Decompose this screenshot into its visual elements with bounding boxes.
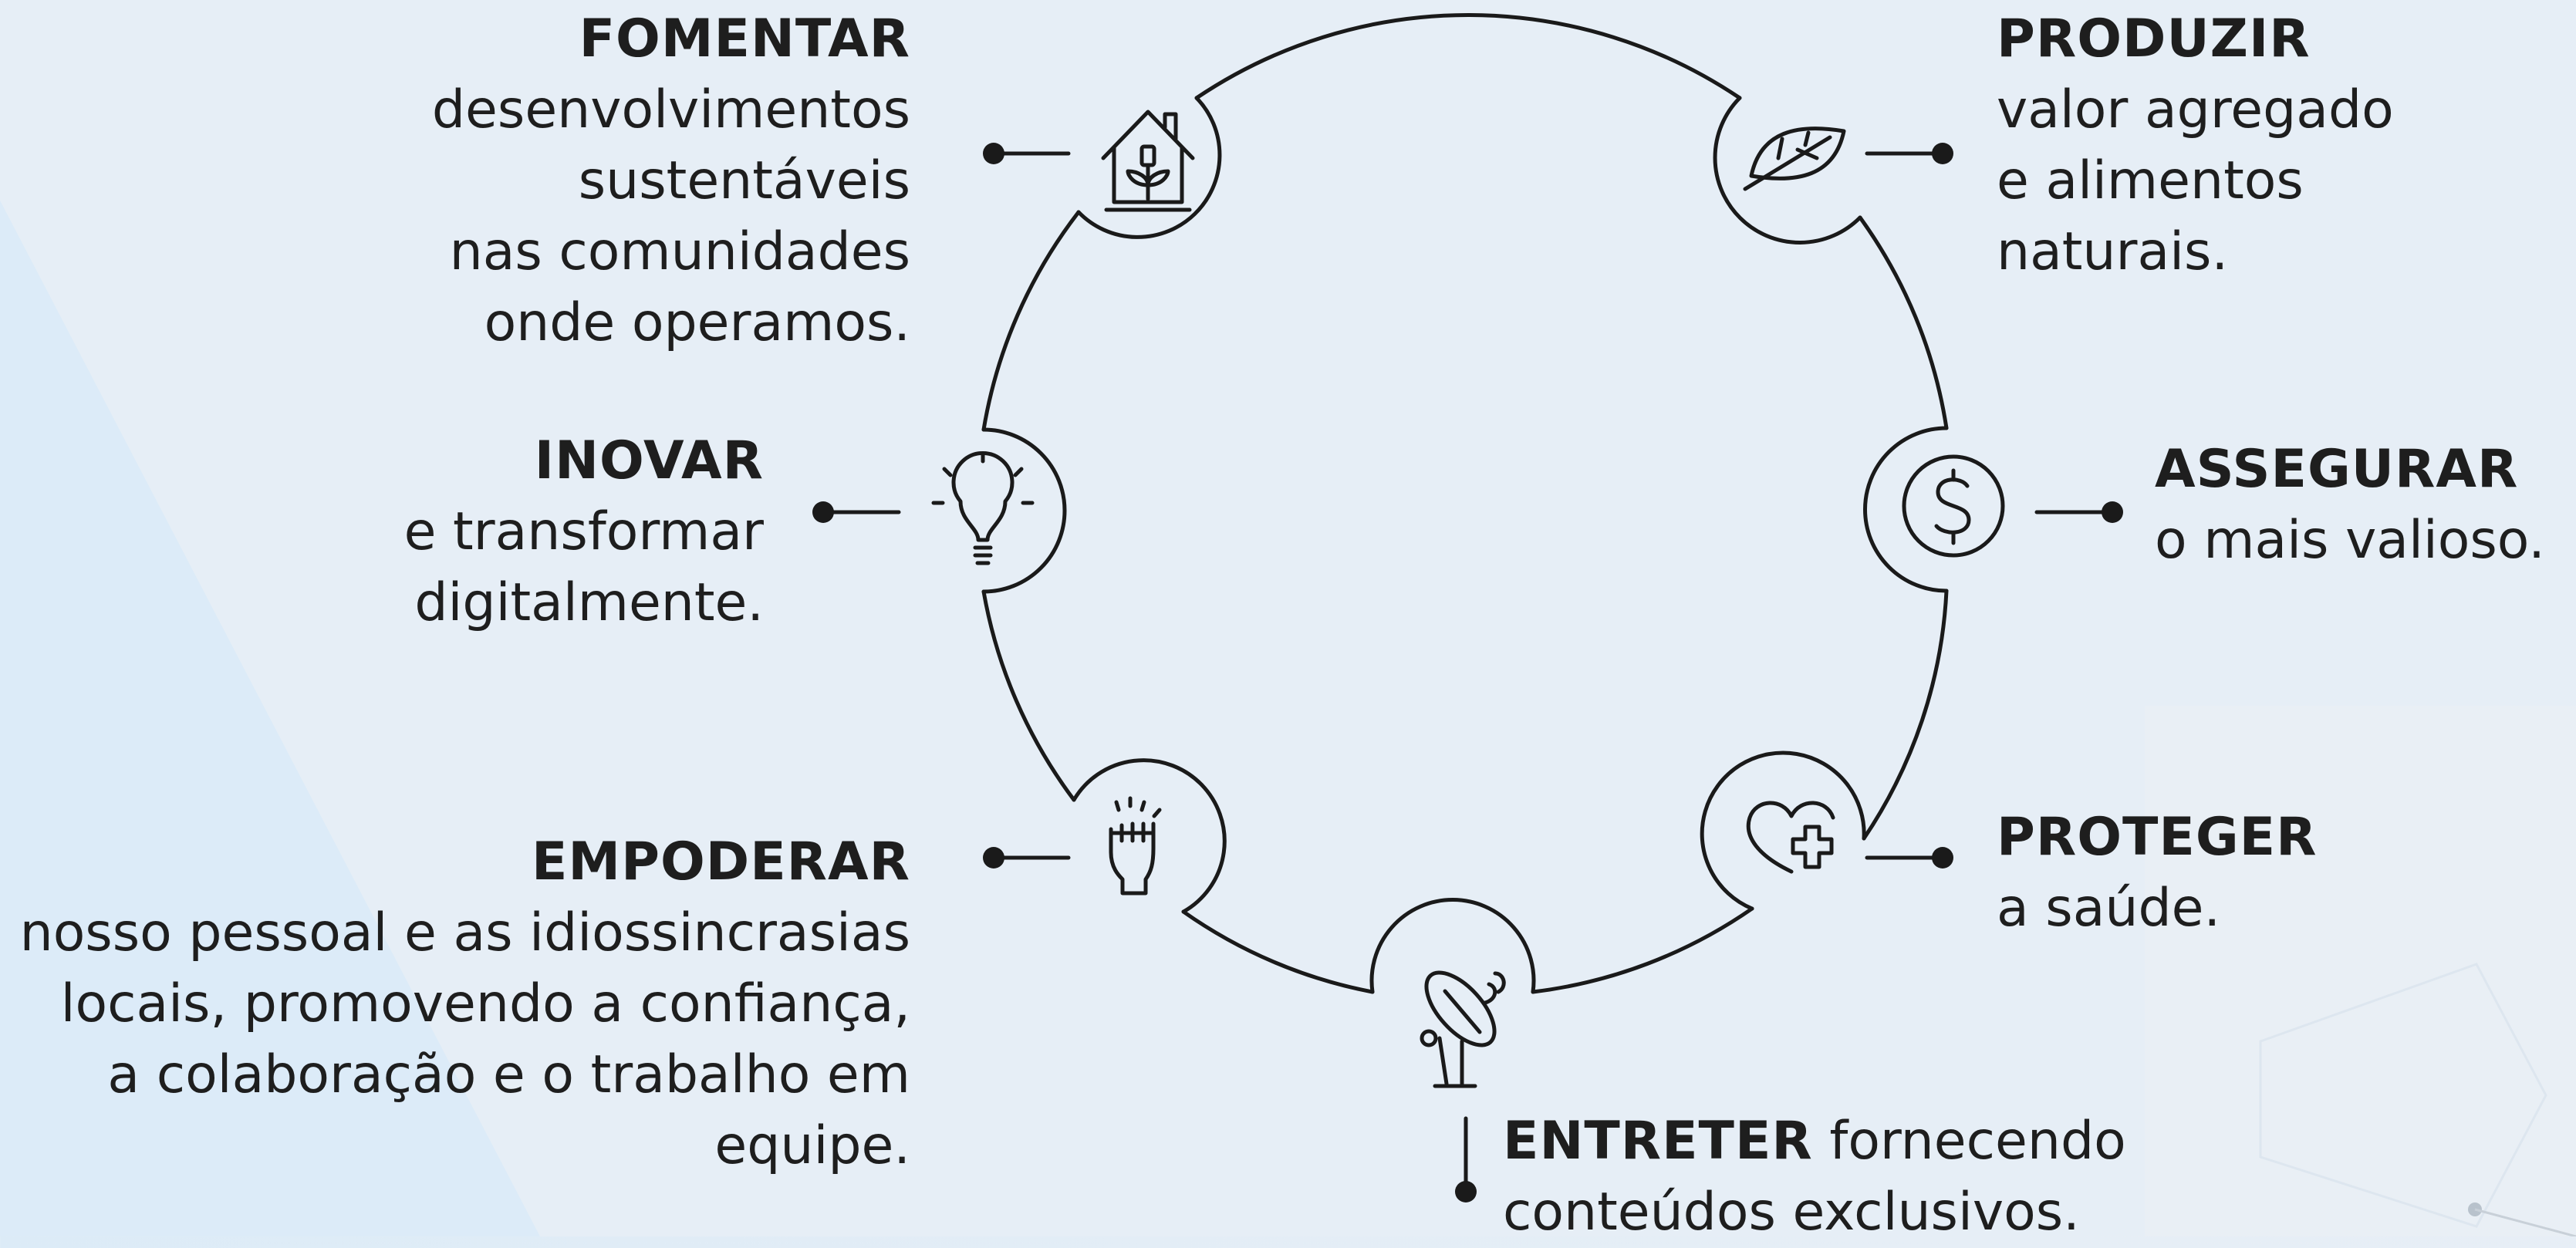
item-title: INOVAR <box>534 430 764 491</box>
node-circle-entreter <box>1369 898 1536 994</box>
raised-fist-icon <box>1109 796 1162 896</box>
item-inline-text: fornecendo <box>1812 1111 2126 1172</box>
connector-dot <box>2102 501 2123 523</box>
item-line: e alimentos <box>1997 150 2304 211</box>
item-entreter: ENTRETER fornecendo conteúdos exclusivos… <box>1503 1106 2126 1248</box>
item-line: equipe. <box>714 1115 910 1176</box>
node-circle-produzir <box>1713 96 1862 245</box>
leaf-icon <box>1743 126 1846 191</box>
item-line: conteúdos exclusivos. <box>1503 1182 2080 1243</box>
item-title: PROTEGER <box>1997 807 2318 868</box>
item-produzir: PRODUZIR valor agregado e alimentos natu… <box>1997 4 2537 288</box>
item-line: valor agregado <box>1997 79 2394 140</box>
item-fomentar: FOMENTAR desenvolvimentos sustentáveis n… <box>370 4 910 359</box>
item-line: a saúde. <box>1997 878 2221 939</box>
connector-dot <box>1932 143 1953 164</box>
item-assegurar: ASSEGURAR o mais valioso. <box>2155 434 2571 576</box>
item-line: locais, promovendo a confiança, <box>60 973 910 1034</box>
item-line: o mais valioso. <box>2155 510 2545 571</box>
node-circle-fomentar <box>1076 96 1222 239</box>
item-line: a colaboração e o trabalho em <box>107 1044 910 1105</box>
item-line: nas comunidades <box>449 221 910 282</box>
item-line: digitalmente. <box>414 572 764 633</box>
item-line: naturais. <box>1997 221 2229 282</box>
item-proteger: PROTEGER a saúde. <box>1997 802 2460 944</box>
connector-dot <box>983 143 1004 164</box>
node-circle-empoderar <box>1072 758 1227 914</box>
connector-dot <box>1455 1181 1477 1202</box>
house-plant-icon <box>1101 110 1195 212</box>
ring-arc <box>981 589 1076 802</box>
satellite-dish-icon <box>1420 970 1506 1088</box>
item-line: sustentáveis <box>578 150 910 211</box>
connector-dot <box>1932 847 1953 869</box>
ring-arc <box>1531 906 1754 994</box>
ring-arc <box>1862 589 1949 841</box>
item-title: FOMENTAR <box>579 8 910 69</box>
item-inovar: INOVAR e transformar digitalmente. <box>293 426 764 639</box>
item-line: nosso pessoal e as idiossincrasias <box>19 902 910 963</box>
item-title: ENTRETER <box>1503 1111 1813 1172</box>
ring-arc <box>981 210 1081 432</box>
item-line: desenvolvimentos <box>431 79 910 140</box>
connector-dot <box>812 501 834 523</box>
lightbulb-icon <box>931 450 1035 565</box>
item-line: onde operamos. <box>484 292 910 353</box>
connector-dot <box>983 847 1004 869</box>
item-title: ASSEGURAR <box>2155 439 2519 500</box>
item-title: PRODUZIR <box>1997 8 2311 69</box>
heart-plus-icon <box>1746 801 1835 874</box>
ring-arc <box>1181 909 1375 994</box>
item-line: e transformar <box>403 501 764 562</box>
ring-arc <box>1858 215 1949 430</box>
dollar-coin-icon <box>1902 454 2005 558</box>
node-circle-assegurar <box>1863 426 1949 593</box>
item-title: EMPODERAR <box>531 831 910 892</box>
ring-arc <box>1194 12 1742 100</box>
node-circle-proteger <box>1700 750 1866 911</box>
item-empoderar: EMPODERAR nosso pessoal e as idiossincra… <box>15 827 910 1182</box>
node-circle-inovar <box>981 427 1067 594</box>
